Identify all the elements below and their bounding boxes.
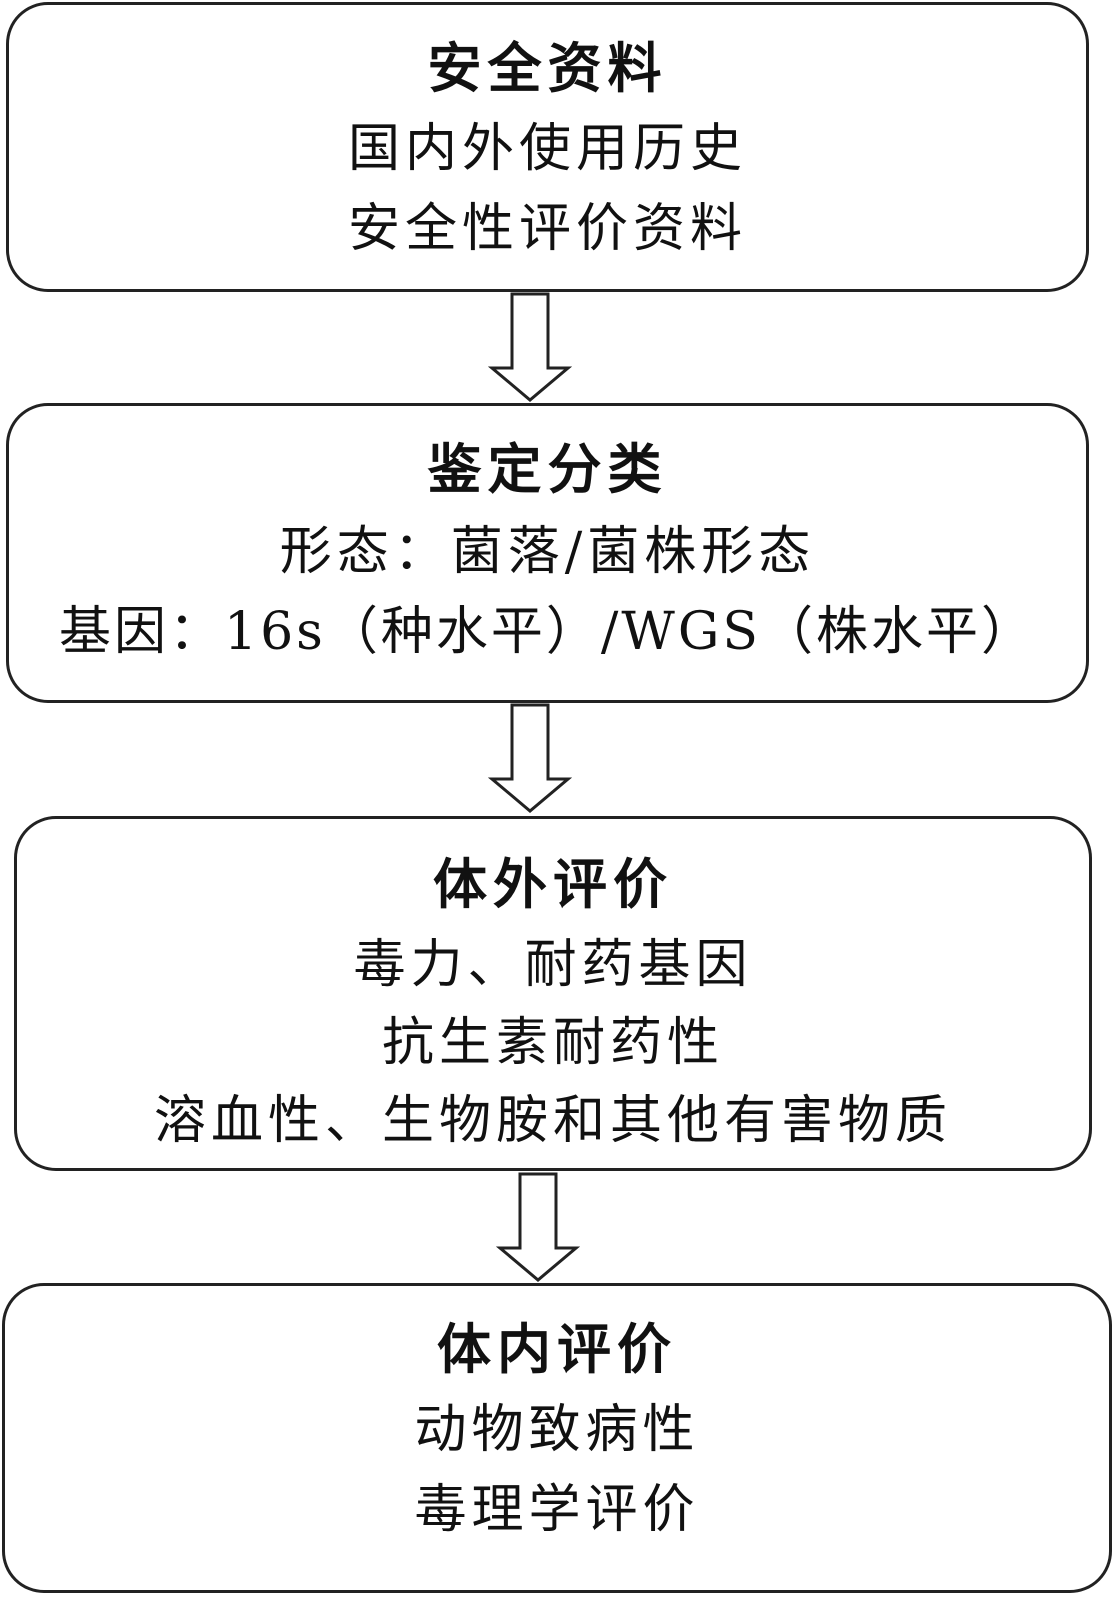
step-box-in-vivo: 体内评价 动物致病性 毒理学评价 bbox=[2, 1283, 1112, 1593]
down-arrow-icon bbox=[488, 703, 572, 813]
step-line: 动物致病性 bbox=[414, 1400, 700, 1460]
step-box-identification: 鉴定分类 形态：菌落/菌株形态 基因：16s（种水平）/WGS（株水平） bbox=[6, 403, 1089, 703]
step-line: 毒理学评价 bbox=[414, 1480, 700, 1540]
step-box-safety-data: 安全资料 国内外使用历史 安全性评价资料 bbox=[6, 2, 1089, 292]
step-line: 国内外使用历史 bbox=[347, 119, 747, 179]
down-arrow-icon bbox=[488, 292, 572, 402]
down-arrow-icon bbox=[496, 1172, 580, 1282]
step-line: 抗生素耐药性 bbox=[381, 1013, 724, 1073]
step-title: 安全资料 bbox=[427, 36, 668, 100]
step-line: 溶血性、生物胺和其他有害物质 bbox=[153, 1091, 952, 1151]
step-line: 基因：16s（种水平）/WGS（株水平） bbox=[59, 602, 1036, 662]
step-line: 毒力、耐药基因 bbox=[353, 935, 753, 995]
step-box-in-vitro: 体外评价 毒力、耐药基因 抗生素耐药性 溶血性、生物胺和其他有害物质 bbox=[14, 816, 1092, 1171]
step-title: 体内评价 bbox=[437, 1317, 677, 1381]
step-line: 形态：菌落/菌株形态 bbox=[279, 522, 816, 582]
step-title: 体外评价 bbox=[433, 852, 673, 916]
step-line: 安全性评价资料 bbox=[347, 199, 747, 259]
step-title: 鉴定分类 bbox=[427, 437, 668, 501]
